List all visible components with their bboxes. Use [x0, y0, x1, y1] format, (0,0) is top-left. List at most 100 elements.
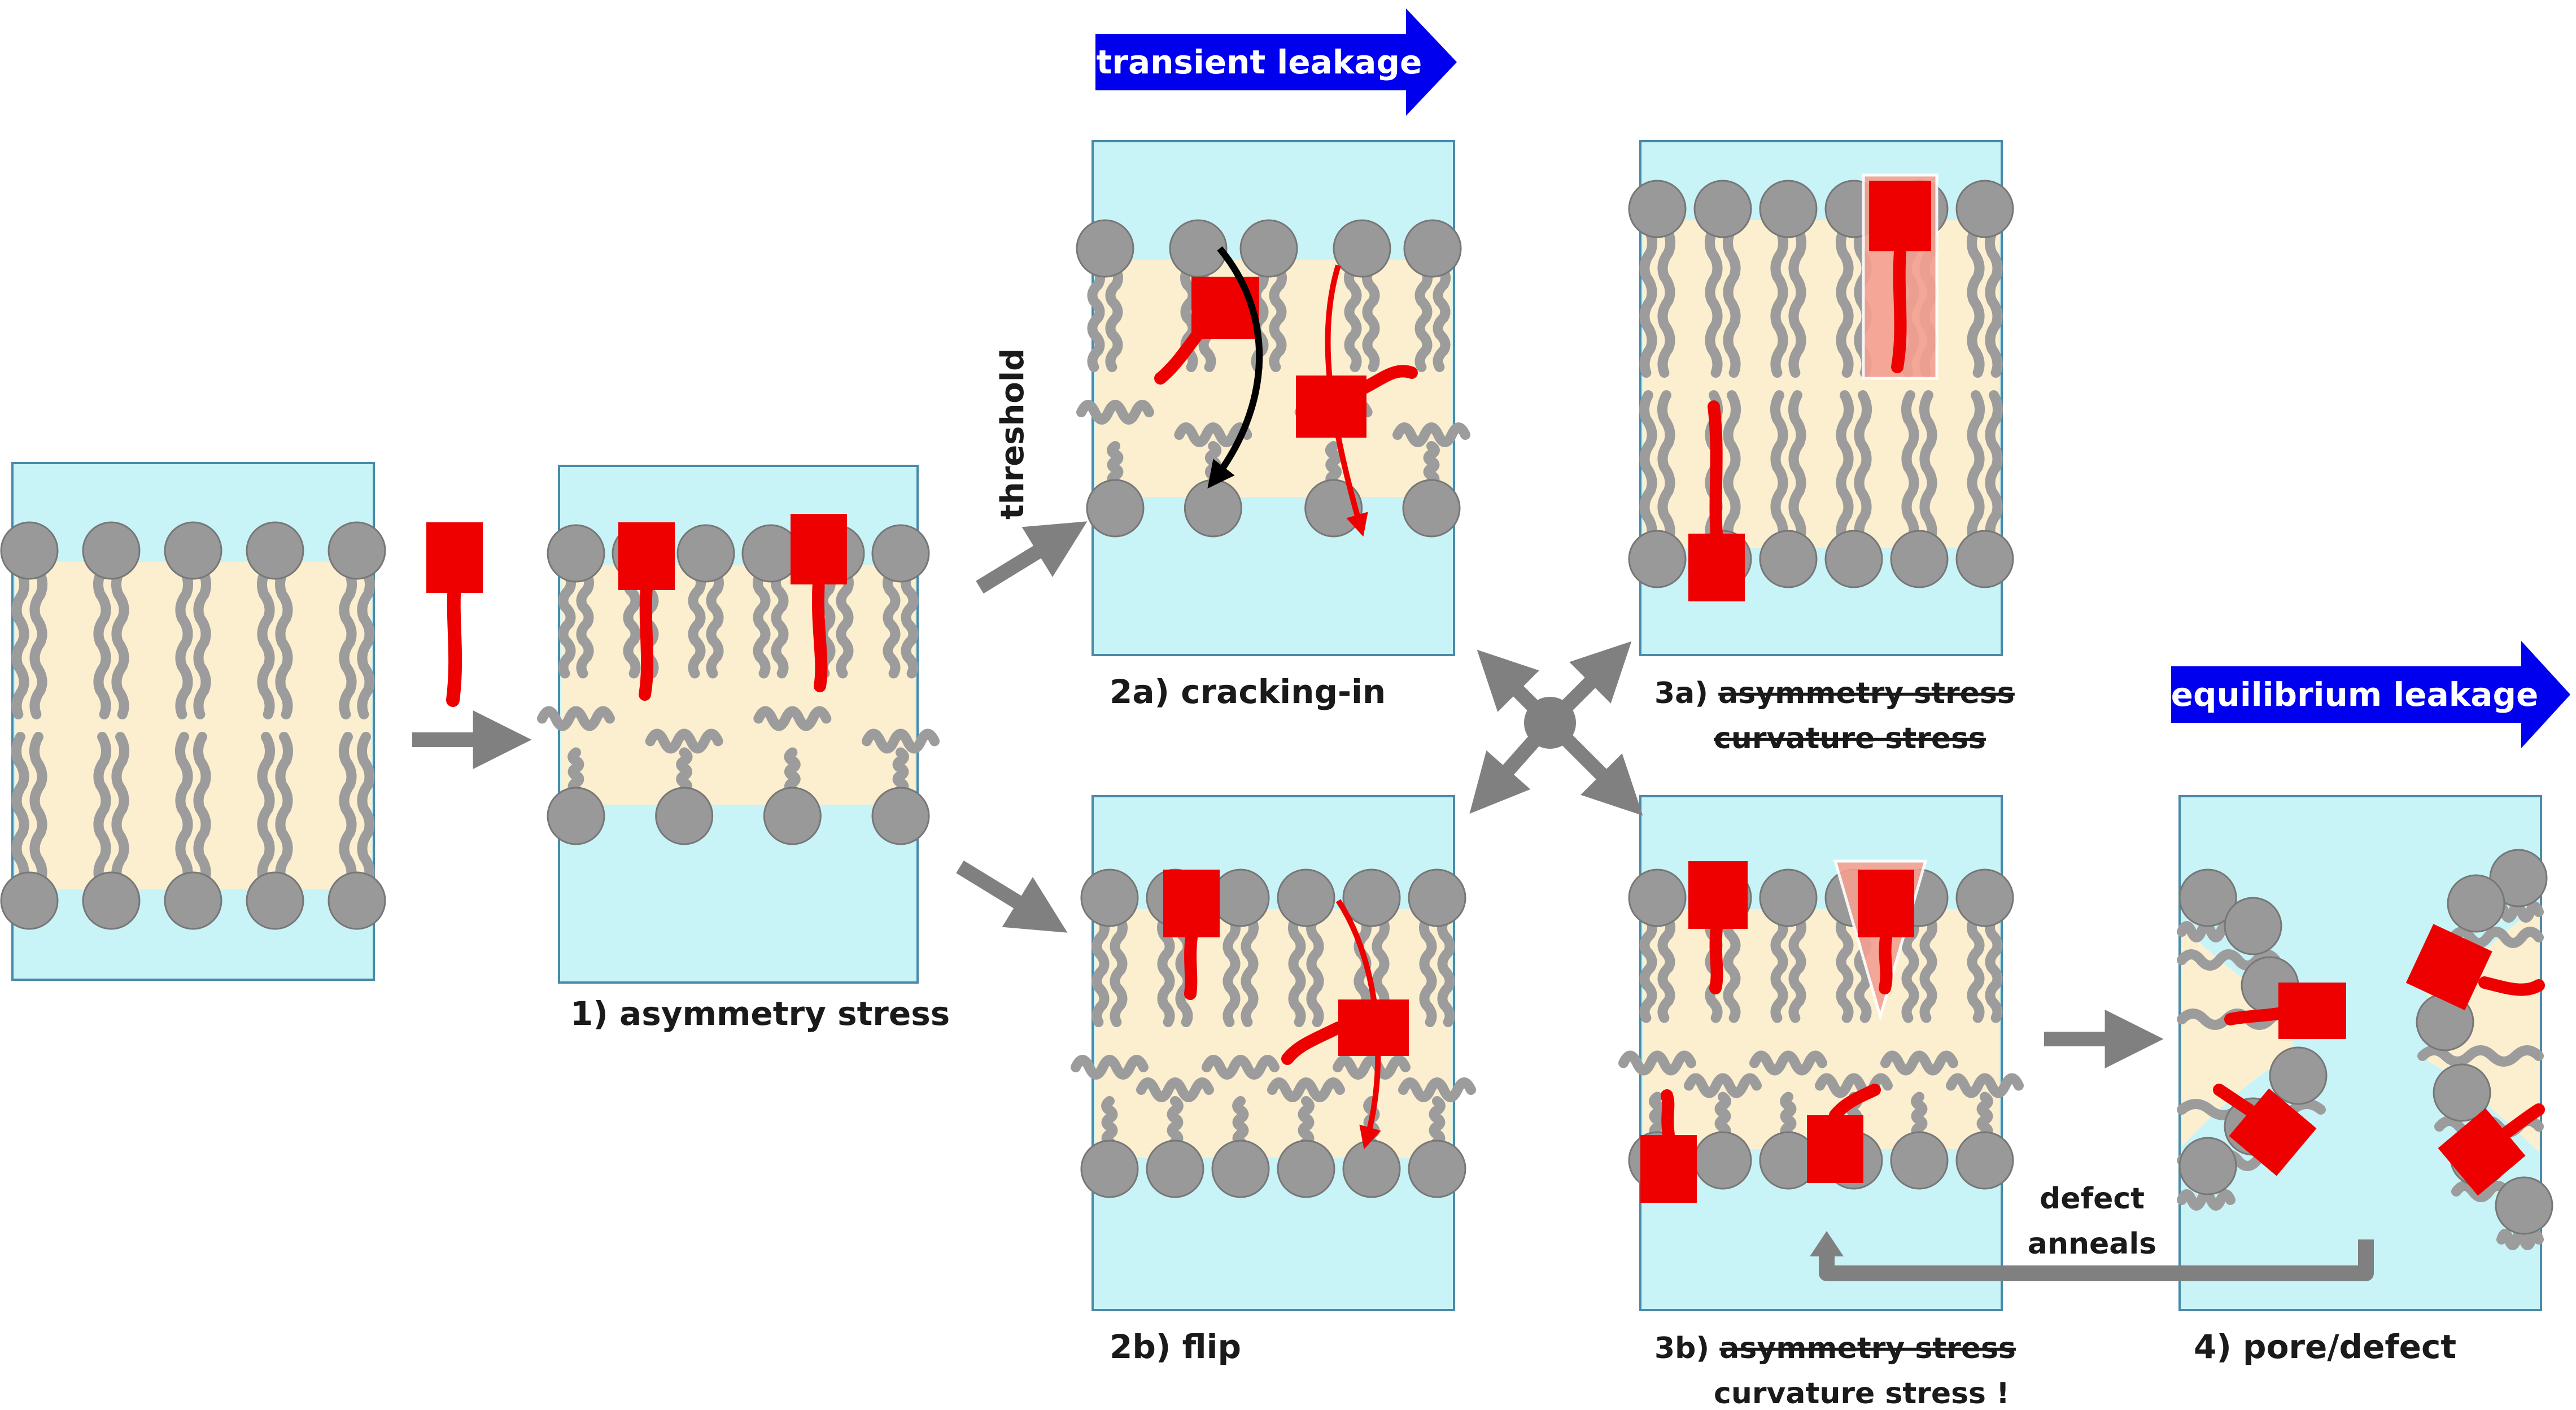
peptide-head [618, 522, 675, 590]
peptide-head [1688, 534, 1745, 601]
lipid-tail [1966, 224, 1985, 378]
lipid-tail [257, 732, 276, 886]
peptide-pore-1 [2224, 983, 2346, 1039]
lipid-tail [1110, 913, 1128, 1027]
flip-arrow-red [1335, 899, 1381, 1150]
lipid-tail [175, 565, 194, 719]
peptide-inserted-1 [618, 522, 675, 701]
equilibrium-leakage-text: equilibrium leakage [2171, 675, 2539, 714]
panel-3a [1628, 140, 2014, 656]
peptide-head [2278, 983, 2346, 1039]
lipid-tail [1788, 913, 1807, 1023]
lipid-head [82, 521, 141, 580]
peptide-tail [1661, 1089, 1675, 1141]
peptide-head [1869, 181, 1931, 251]
lipid-tail [1105, 263, 1124, 372]
lipid-head [1759, 530, 1818, 588]
peptide-tail [1281, 1022, 1344, 1065]
lipid-head [1955, 180, 2014, 238]
lipid-tail [770, 568, 789, 679]
peptide-head [1858, 870, 1914, 937]
lipid-head [1628, 180, 1687, 238]
lipid-tail [275, 732, 294, 886]
lipid-head [1333, 219, 1391, 278]
lipid-head [2495, 1176, 2553, 1235]
lipid-tail [1815, 1073, 1893, 1098]
lipid-tail [193, 565, 212, 719]
lipid-tail [1174, 422, 1252, 447]
lipid-tail [1657, 224, 1676, 378]
peptide-tail [639, 581, 654, 701]
lipid-tail [576, 568, 595, 679]
lipid-tail [1433, 263, 1451, 372]
lipid-tail [29, 732, 47, 886]
hydrophobic-core-left [2182, 926, 2293, 1146]
lipid-tail [1639, 390, 1657, 544]
step2b-label: 2b) flip [1110, 1328, 1241, 1366]
lipid-head [1955, 530, 2014, 588]
step2a-label: 2a) cracking-in [1110, 673, 1386, 711]
lipid-head [1955, 1131, 2014, 1190]
step3b-curvature-label: curvature stress ! [1714, 1377, 2010, 1410]
transient-leakage-text: transient leakage [1097, 43, 1422, 81]
lipid-head [1628, 530, 1687, 588]
lipid-tail [753, 706, 832, 731]
lipid-tail [1966, 913, 1985, 1023]
lipid-tail [1136, 1077, 1214, 1102]
lipid-tail [1967, 390, 1985, 544]
lipid-tail [1854, 390, 1872, 544]
arrow-1-to-2a [976, 521, 1088, 594]
lipid-tail [1722, 224, 1741, 378]
lipid-tail [1437, 913, 1455, 1027]
lipid-tail [274, 565, 293, 719]
lipid-head [1408, 868, 1466, 927]
peptide-3b-3 [1640, 1089, 1697, 1203]
peptide-3b-1 [1688, 861, 1748, 994]
lipid-tail [93, 732, 112, 886]
transient-leakage-banner: transient leakage [1095, 8, 1457, 116]
lipid-tail [1984, 913, 2003, 1023]
peptide-head [1807, 1115, 1863, 1183]
peptide-head [1163, 870, 1220, 937]
lipid-head [1086, 479, 1145, 538]
lipid-tail [1835, 224, 1854, 378]
peptide-inserted-2 [791, 514, 847, 692]
struck-asymmetry-3b: asymmetry stress [1719, 1332, 2016, 1365]
panel-initial-membrane [0, 462, 386, 981]
lipid-tail [1704, 224, 1723, 378]
lipid-head [0, 521, 59, 580]
lipid-tail [1269, 263, 1287, 372]
lipid-tail [1414, 263, 1433, 372]
lipid-tail [11, 732, 29, 886]
lipid-head [0, 871, 59, 930]
lipid-tail [1087, 263, 1106, 372]
lipid-head [1890, 1131, 1949, 1190]
lipid-tail [1919, 913, 1938, 1023]
lipid-head [1080, 1140, 1139, 1198]
lipid-tail [1788, 224, 1807, 378]
lipid-head [1080, 868, 1139, 927]
lipid-head [2433, 1063, 2491, 1122]
lipid-head [1146, 1140, 1204, 1198]
lipid-tail [256, 565, 275, 719]
lipid-head [676, 524, 735, 583]
lipid-head [1076, 219, 1134, 278]
lipid-head [2224, 897, 2282, 955]
lipid-head [2178, 1137, 2237, 1195]
lipid-tail [356, 732, 375, 886]
lipid-head [1890, 530, 1949, 588]
lipid-tail [1723, 390, 1741, 544]
lipid-tail [1639, 913, 1658, 1023]
lipid-head [1824, 530, 1883, 588]
lipid-tail [2448, 927, 2544, 948]
peptide-tail [1355, 365, 1418, 396]
lipid-tail [1770, 913, 1789, 1023]
hydrophobic-core [1643, 909, 1999, 1149]
lipid-tail [1984, 224, 2003, 378]
lipid-tail [706, 568, 724, 679]
lipid-tail [1880, 1050, 1958, 1076]
lipid-tail [1398, 1077, 1476, 1102]
lipid-tail [1985, 390, 2003, 544]
lipid-head [246, 871, 304, 930]
lipid-tail [11, 565, 30, 719]
